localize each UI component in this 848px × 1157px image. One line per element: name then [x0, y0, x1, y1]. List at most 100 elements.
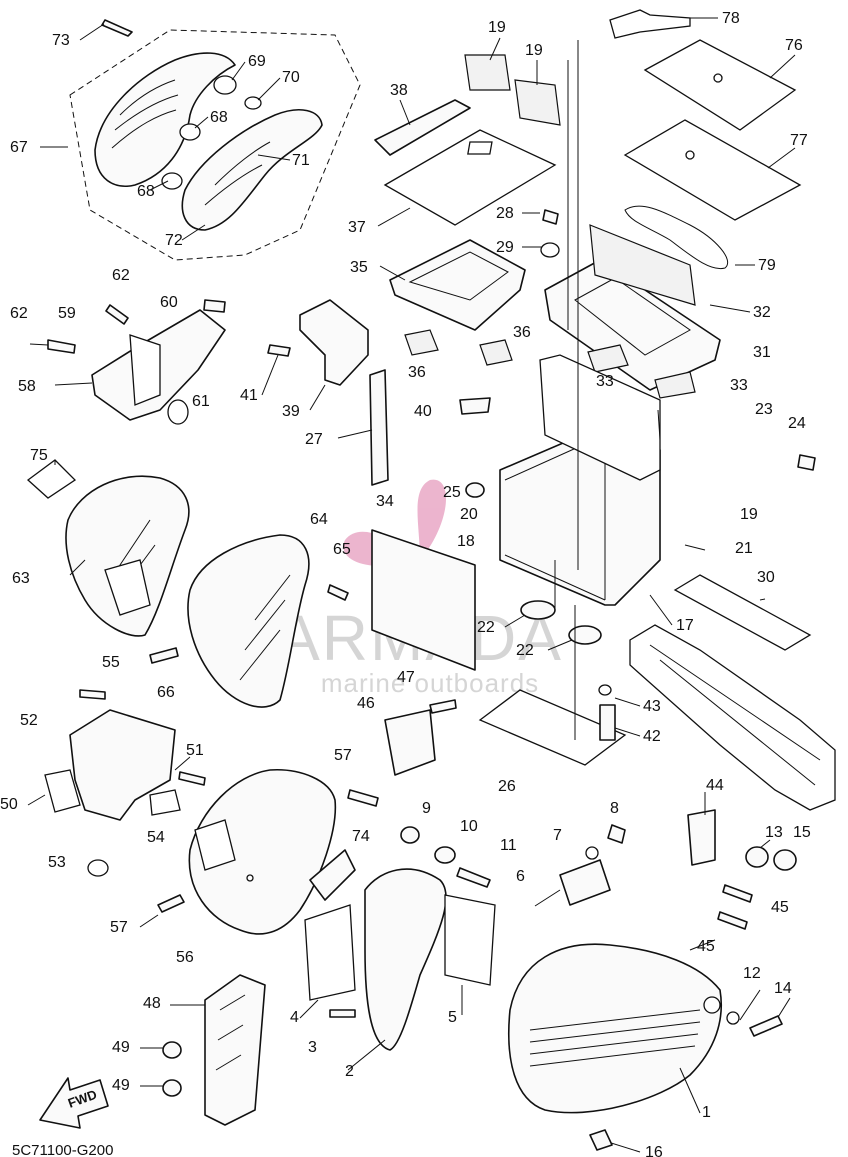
callout-label: 75 [30, 447, 48, 464]
side-cover-56 [188, 769, 356, 935]
callout-label: 19 [488, 19, 506, 36]
callout-label: 43 [643, 698, 661, 715]
frame-rail [629, 624, 836, 811]
callout-label: 44 [706, 777, 724, 794]
callout-label: 32 [753, 304, 771, 321]
storage-sheets [609, 9, 802, 270]
callout-label: 67 [10, 139, 28, 156]
callout-label: 42 [643, 728, 661, 745]
side-cover-1 [507, 943, 722, 1114]
callout-label: 20 [460, 506, 478, 523]
callout-label: 12 [743, 965, 761, 982]
callout-label: 60 [160, 294, 178, 311]
callout-label: 39 [282, 403, 300, 420]
callout-label: 10 [460, 818, 478, 835]
callout-label: 68 [210, 109, 228, 126]
callout-label: 58 [18, 378, 36, 395]
callout-label: 56 [176, 949, 194, 966]
callout-label: 49 [112, 1077, 130, 1094]
callout-label: 54 [147, 829, 165, 846]
callout-label: 79 [758, 257, 776, 274]
callout-label: 4 [290, 1009, 299, 1026]
battery-box-assembly [299, 54, 812, 766]
callout-label: 3 [308, 1039, 317, 1056]
callout-label: 57 [334, 747, 352, 764]
callout-label: 18 [457, 533, 475, 550]
watermark-tagline: marine outboards [321, 668, 539, 698]
fwd-arrow-icon: FWD [39, 1077, 109, 1129]
callout-label: 78 [722, 10, 740, 27]
callout-label: 38 [390, 82, 408, 99]
callout-label: 27 [305, 431, 323, 448]
callout-label: 46 [357, 695, 375, 712]
side-cover-63 [65, 475, 190, 637]
callout-label: 1 [702, 1104, 711, 1121]
callout-labels: 73 69 70 67 68 71 68 72 19 19 38 37 78 7… [0, 10, 811, 1157]
callout-label: 16 [645, 1144, 663, 1157]
callout-label: 57 [110, 919, 128, 936]
callout-label: 62 [112, 267, 130, 284]
callout-label: 65 [333, 541, 351, 558]
callout-label: 36 [513, 324, 531, 341]
callout-label: 59 [58, 305, 76, 322]
callout-label: 68 [137, 183, 155, 200]
callout-label: 22 [477, 619, 495, 636]
callout-label: 29 [496, 239, 514, 256]
callout-label: 9 [422, 800, 431, 817]
callout-label: 23 [755, 401, 773, 418]
callout-label: 28 [496, 205, 514, 222]
callout-label: 55 [102, 654, 120, 671]
lower-left-bracket [44, 709, 181, 877]
callout-label: 71 [292, 152, 310, 169]
callout-label: 69 [248, 53, 266, 70]
callout-label: 70 [282, 69, 300, 86]
cover-assembly-67 [69, 19, 361, 261]
callout-label: 52 [20, 712, 38, 729]
callout-label: 21 [735, 540, 753, 557]
callout-label: 48 [143, 995, 161, 1012]
callout-label: 15 [793, 824, 811, 841]
callout-label: 19 [525, 42, 543, 59]
callout-label: 61 [192, 393, 210, 410]
callout-label: 45 [771, 899, 789, 916]
callout-label: 26 [498, 778, 516, 795]
callout-label: 33 [730, 377, 748, 394]
fasteners [79, 209, 816, 1151]
callout-label: 76 [785, 37, 803, 54]
callout-label: 41 [240, 387, 258, 404]
bracket-48 [204, 974, 266, 1126]
callout-label: 30 [757, 569, 775, 586]
callout-label: 22 [516, 642, 534, 659]
callout-label: 36 [408, 364, 426, 381]
callout-label: 7 [553, 827, 562, 844]
callout-label: 50 [0, 796, 18, 813]
callout-label: 63 [12, 570, 30, 587]
callout-label: 24 [788, 415, 806, 432]
callout-label: 62 [10, 305, 28, 322]
callout-label: 53 [48, 854, 66, 871]
leader-lines [27, 17, 796, 1153]
callout-label: 13 [765, 824, 783, 841]
callout-label: 25 [443, 484, 461, 501]
callout-label: 8 [610, 800, 619, 817]
misc-parts [26, 459, 716, 1051]
callout-label: 11 [500, 837, 517, 854]
callout-label: 2 [345, 1063, 354, 1080]
callout-label: 64 [310, 511, 328, 528]
callout-label: 19 [740, 506, 758, 523]
callout-label: 6 [516, 868, 525, 885]
callout-label: 31 [753, 344, 771, 361]
callout-label: 72 [165, 232, 183, 249]
callout-label: 66 [157, 684, 175, 701]
callout-label: 34 [376, 493, 394, 510]
callout-label: 77 [790, 132, 808, 149]
callout-label: 14 [774, 980, 792, 997]
callout-label: 47 [397, 669, 415, 686]
callout-label: 17 [676, 617, 694, 634]
callout-label: 49 [112, 1039, 130, 1056]
callout-label: 51 [186, 742, 204, 759]
diagram-code: 5C71100-G200 [12, 1142, 113, 1157]
callout-label: 35 [350, 259, 368, 276]
callout-label: 73 [52, 32, 70, 49]
